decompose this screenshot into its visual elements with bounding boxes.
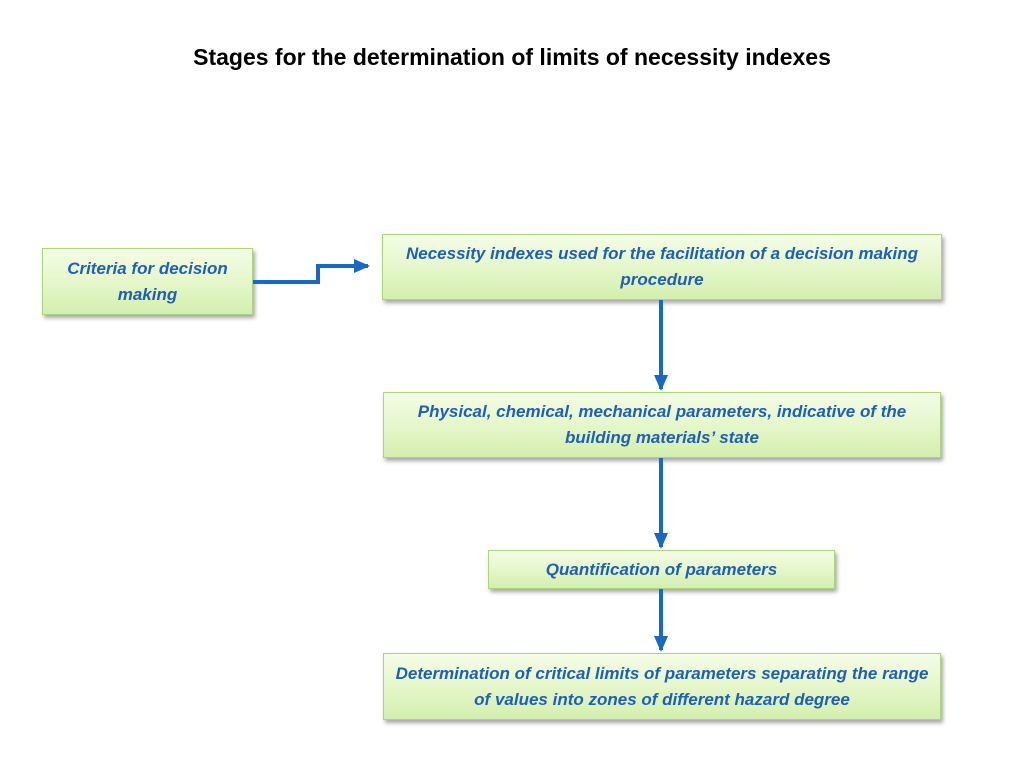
slide-title: Stages for the determination of limits o… (193, 44, 831, 70)
criteria-box-text: Criteria for decision making (67, 258, 228, 304)
critical-limits-box-text: Determination of critical limits of para… (395, 663, 929, 709)
parameters-box: Physical, chemical, mechanical parameter… (383, 392, 941, 458)
criteria-box: Criteria for decision making (42, 248, 253, 315)
critical-limits-box: Determination of critical limits of para… (383, 653, 941, 720)
necessity-indexes-box: Necessity indexes used for the facilitat… (382, 234, 942, 300)
quantification-box-text: Quantification of parameters (545, 559, 778, 579)
necessity-indexes-box-text: Necessity indexes used for the facilitat… (405, 244, 919, 289)
parameters-box-text: Physical, chemical, mechanical parameter… (417, 402, 907, 447)
arrow-criteria-to-indexes (253, 259, 370, 284)
quantification-box: Quantification of parameters (488, 550, 835, 589)
